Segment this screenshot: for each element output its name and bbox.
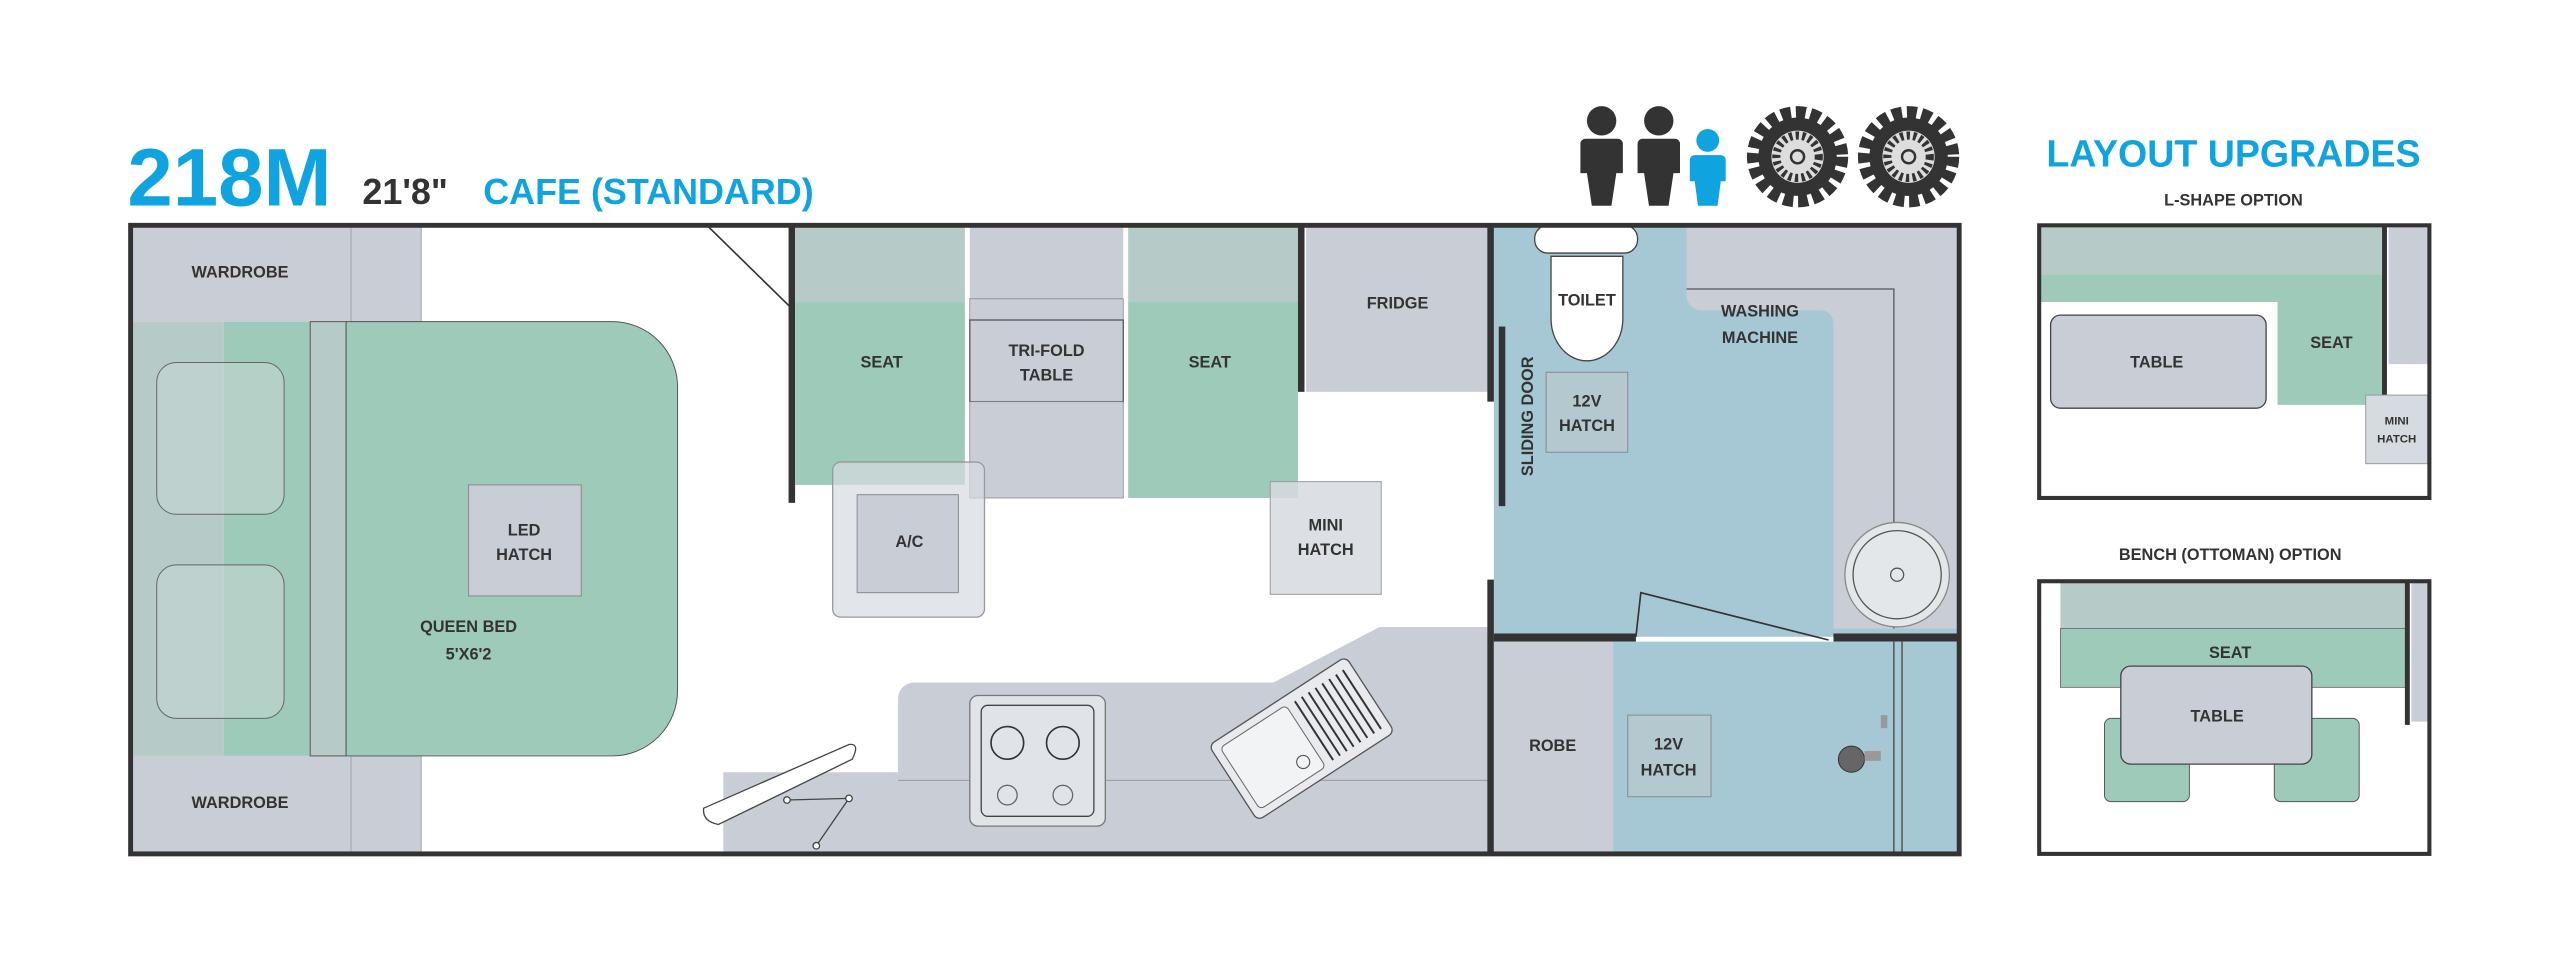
shower-drain [1844, 521, 1951, 628]
robe-label: ROBE [1529, 737, 1576, 755]
tri-fold-table [969, 319, 1124, 403]
washing-machine-label: WASHING [1721, 303, 1799, 321]
wardrobe-bottom [130, 755, 352, 854]
lower-12v-hatch [1627, 714, 1712, 798]
shower-tap-icon [1837, 715, 1888, 773]
fridge [1306, 225, 1489, 392]
queen-bed: LED HATCH QUEEN BED 5'X6'2 [130, 321, 679, 757]
seat-left-label: SEAT [860, 353, 902, 371]
table-label: TRI-FOLD [1008, 342, 1084, 360]
main-floorplan: WARDROBE WARDROBE LED HATCH QUEEN BED 5'… [128, 222, 1962, 857]
l-shape-mini-hatch [2365, 394, 2429, 465]
pillow [156, 361, 285, 515]
offroad-tyre-icon [1857, 106, 1960, 208]
bench-table-label: TABLE [2191, 708, 2244, 726]
pillow [156, 564, 285, 719]
upgrades-title: LAYOUT UPGRADES [2046, 133, 2420, 175]
toilet: TOILET [1534, 224, 1639, 362]
fridge-label: FRIDGE [1367, 295, 1429, 313]
seat-left [795, 302, 965, 485]
mini-hatch-label: HATCH [1298, 541, 1354, 559]
seat-right-label: SEAT [1189, 353, 1231, 371]
bench-ottoman-option[interactable]: SEAT TABLE [2037, 579, 2432, 856]
cooktop [969, 694, 1106, 827]
l-shape-table-label: TABLE [2130, 353, 2183, 371]
model-title: 218M [127, 133, 331, 224]
bench-option-title: BENCH (OTTOMAN) OPTION [2119, 546, 2342, 564]
wardrobe-top [130, 225, 352, 322]
hatch-label: 12V [1654, 735, 1683, 753]
entry-door [706, 224, 791, 308]
mini-hatch [1269, 481, 1382, 595]
mini-hatch-label: MINI [2385, 415, 2409, 427]
sliding-door[interactable] [1498, 326, 1506, 507]
robe [1493, 641, 1614, 854]
sliding-door-label: SLIDING DOOR [1519, 356, 1537, 476]
l-shape-table [2049, 314, 2267, 409]
led-hatch [468, 484, 582, 597]
model-length: 21'8" [362, 171, 447, 212]
hatch-label: HATCH [1641, 762, 1697, 780]
l-shape-title: L-SHAPE OPTION [2164, 192, 2303, 210]
l-shape-seat-label: SEAT [2310, 334, 2352, 352]
queen-bed-label: QUEEN BED [420, 618, 517, 636]
queen-bed-size: 5'X6'2 [446, 646, 492, 664]
offroad-tyre-icon [1746, 106, 1849, 208]
hatch-label: HATCH [1559, 417, 1615, 435]
table-label: TABLE [1020, 366, 1073, 384]
plan-outline [128, 222, 1962, 857]
hatch-label: 12V [1572, 393, 1601, 411]
ac-label: A/C [895, 533, 923, 551]
adult-icon [1580, 106, 1623, 206]
wardrobe-bottom-label: WARDROBE [192, 794, 289, 812]
bench-table [2120, 665, 2313, 765]
wardrobe-top-label: WARDROBE [192, 264, 289, 282]
washing-machine-label: MACHINE [1722, 329, 1798, 347]
bench-seat-label: SEAT [2209, 644, 2251, 662]
bathroom-12v-hatch [1545, 371, 1629, 453]
l-shape-option[interactable]: TABLE SEAT MINI HATCH [2037, 223, 2432, 501]
bathroom-door [1635, 591, 1829, 641]
layout-name: CAFE (STANDARD) [483, 171, 813, 212]
led-hatch-label: LED [508, 522, 541, 540]
child-icon [1689, 128, 1726, 206]
mini-hatch-label: HATCH [2377, 433, 2416, 445]
seat-right [1128, 302, 1298, 498]
tv-swing-arm [702, 743, 857, 850]
mini-hatch-label: MINI [1308, 517, 1342, 535]
led-hatch-label: HATCH [496, 546, 552, 564]
adult-icon [1637, 106, 1680, 206]
toilet-label: TOILET [1558, 291, 1616, 309]
sink [1210, 658, 1393, 819]
